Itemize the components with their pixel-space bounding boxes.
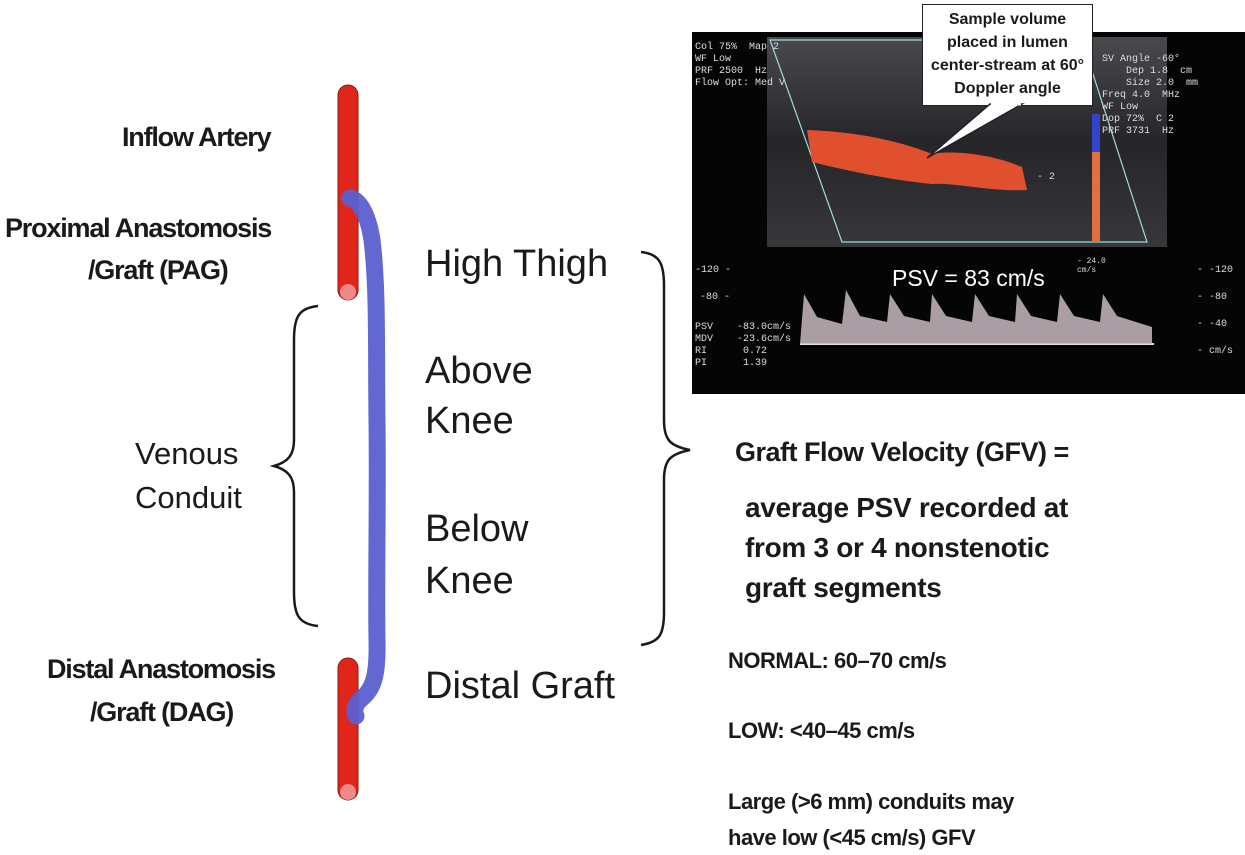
segment-above-knee-2: Knee	[425, 400, 514, 442]
graft-segments-brace	[640, 250, 691, 647]
callout-line: Doppler angle	[954, 80, 1061, 97]
callout-line: Sample volume	[948, 11, 1067, 28]
normal-range: NORMAL: 60–70 cm/s	[728, 648, 947, 673]
large-conduit-note-1: Large (>6 mm) conduits may	[728, 789, 1014, 814]
segment-above-knee-1: Above	[425, 350, 533, 392]
conduit-label: Conduit	[135, 480, 242, 515]
venous-conduit-brace	[269, 304, 319, 628]
inflow-artery-label: Inflow Artery	[122, 122, 272, 152]
gfv-definition-3: graft segments	[745, 572, 942, 603]
doppler-waveform	[800, 290, 1152, 344]
large-conduit-note-2: have low (<45 cm/s) GFV	[728, 825, 976, 850]
color-scale-label: - 24.0 cm/s	[1077, 257, 1106, 275]
vessel-diagram	[269, 84, 691, 801]
segment-high-thigh: High Thigh	[425, 243, 609, 285]
sample-volume-callout: Sample volume placed in lumen center-str…	[922, 4, 1093, 106]
depth-mark: - 2	[1037, 172, 1056, 183]
callout-line: placed in lumen	[947, 34, 1068, 51]
right-axis-80: - -80	[1197, 292, 1228, 303]
left-axis-120: -120 -	[695, 265, 732, 276]
right-axis-unit: - cm/s	[1197, 346, 1234, 357]
right-axis-120: - -120	[1197, 265, 1234, 276]
segment-distal-graft: Distal Graft	[425, 665, 616, 707]
distal-artery	[337, 657, 359, 801]
left-axis-80: -80 -	[700, 292, 731, 303]
low-range: LOW: <40–45 cm/s	[728, 718, 915, 743]
distal-anastomosis-label: Distal Anastomosis	[47, 654, 276, 684]
blood-flow-color	[807, 130, 1027, 191]
proximal-graft-label: /Graft (PAG)	[88, 255, 229, 285]
gfv-definition-2: from 3 or 4 nonstenotic	[745, 532, 1050, 563]
segment-below-knee-1: Below	[425, 508, 529, 550]
callout-line: center-stream at 60°	[930, 57, 1085, 74]
venous-label: Venous	[135, 436, 239, 471]
right-axis-40: - -40	[1197, 319, 1228, 330]
psv-readout: PSV = 83 cm/s	[892, 265, 1045, 291]
doppler-measurements: PSV -83.0cm/s MDV -23.6cm/s RI 0.72 PI 1…	[695, 322, 792, 369]
venous-conduit	[341, 189, 386, 725]
gfv-title: Graft Flow Velocity (GFV) =	[735, 437, 1069, 467]
gfv-definition-1: average PSV recorded at	[745, 492, 1069, 523]
scanner-settings-right: SV Angle -60° Dep 1.8 cm Size 2.0 mm Fre…	[1102, 54, 1199, 137]
segment-below-knee-2: Knee	[425, 560, 514, 602]
callout-pointer	[926, 102, 1025, 159]
distal-graft-dag-label: /Graft (DAG)	[90, 697, 234, 727]
proximal-anastomosis-label: Proximal Anastomosis	[5, 213, 272, 243]
scanner-settings-left: Col 75% Map 2 WF Low PRF 2500 Hz Flow Op…	[695, 42, 786, 89]
